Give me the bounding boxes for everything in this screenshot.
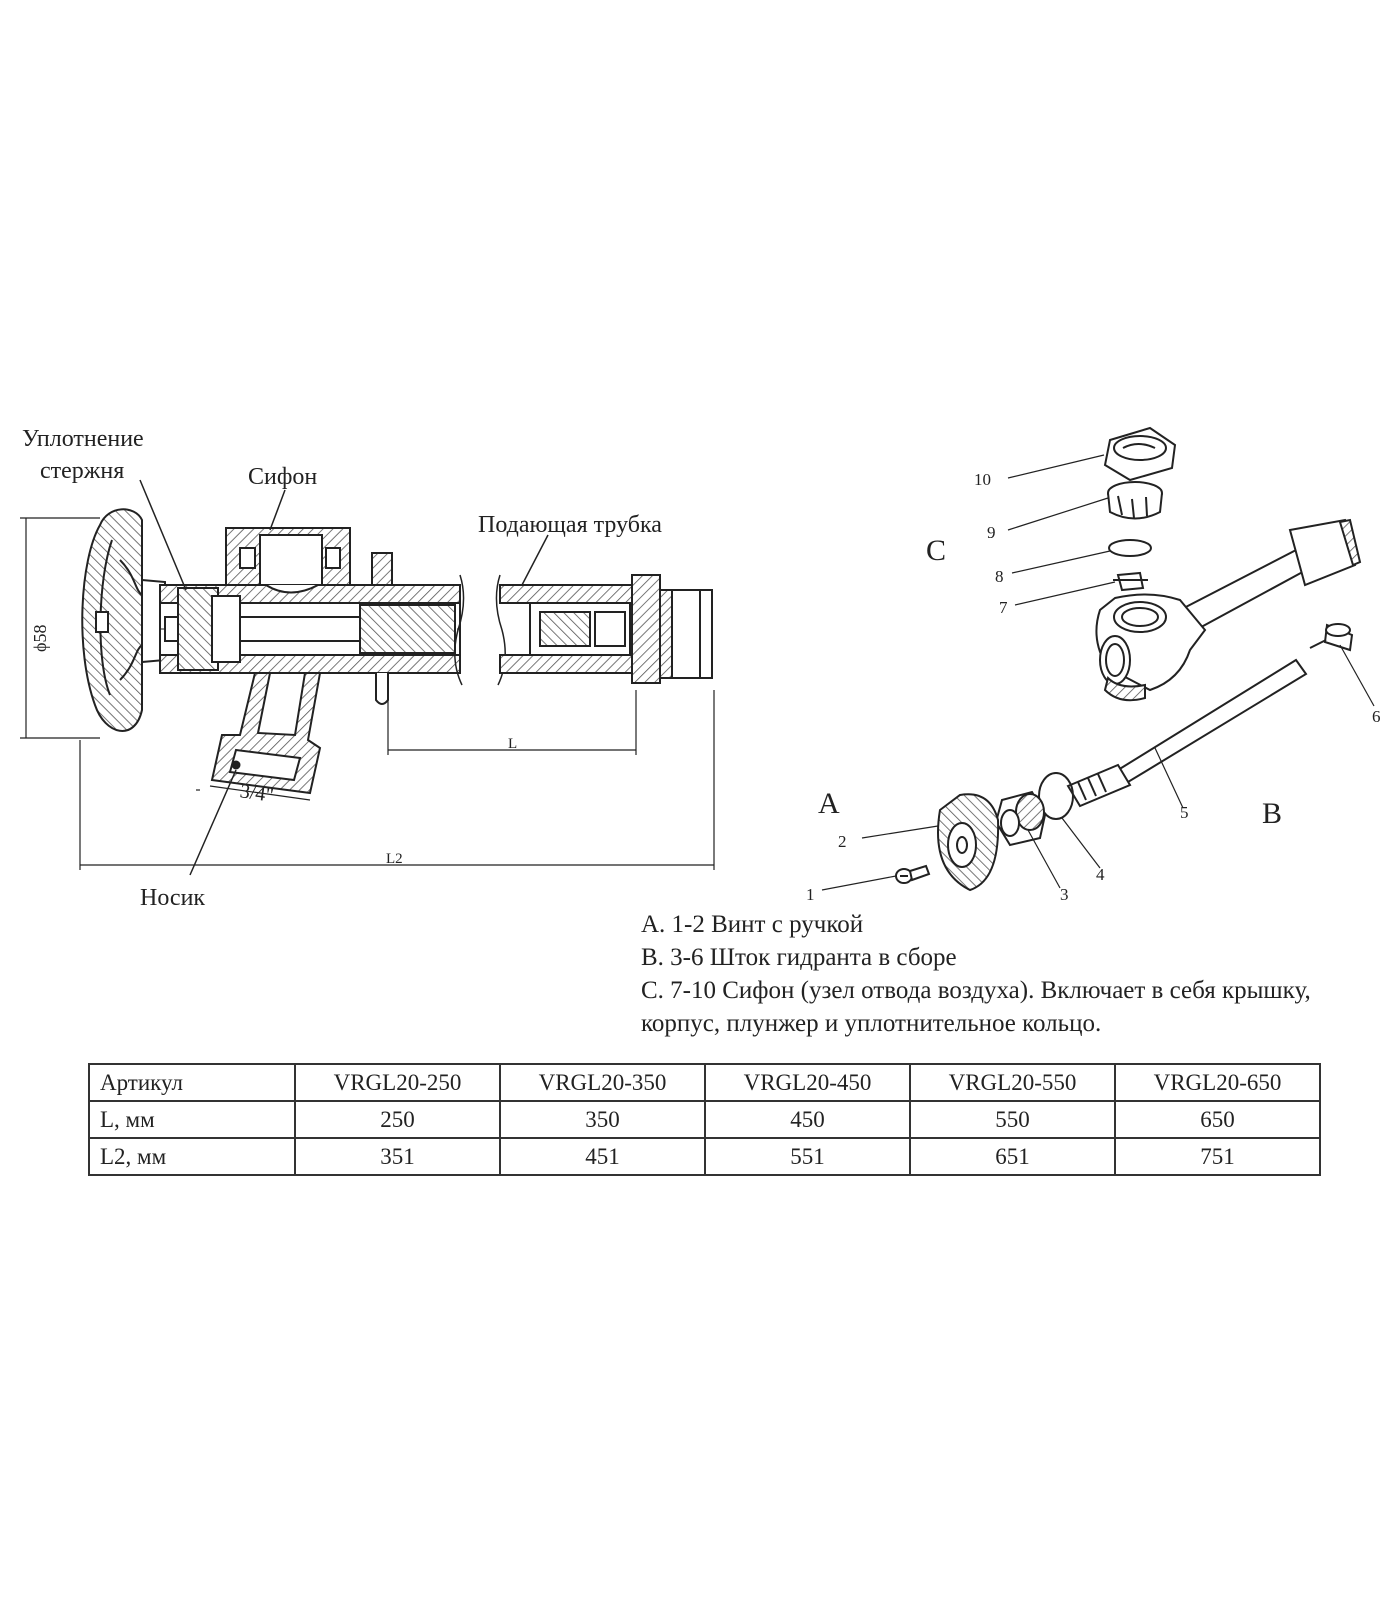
table-row: L, мм 250 350 450 550 650 (88, 1100, 1321, 1139)
callout-8: 8 (995, 567, 1004, 586)
callout-6: 6 (1372, 707, 1381, 726)
part-10-cap (1103, 426, 1177, 482)
table-row: L2, мм 351 451 551 651 751 (88, 1137, 1321, 1176)
hydrant-body (1095, 518, 1362, 702)
label-stem-seal-1: Уплотнение (22, 426, 144, 452)
dim-total-length: L2 (386, 851, 403, 867)
leader-lines (139, 479, 549, 876)
part-3-packing-nut (994, 790, 1047, 847)
part-2-handwheel (937, 793, 1000, 892)
valve-body (159, 527, 465, 705)
part-number-callouts: 1 2 3 4 5 6 7 8 9 10 (806, 470, 1381, 904)
exploded-view (821, 426, 1375, 892)
label-siphon: Сифон (248, 464, 317, 490)
group-label-c: C (926, 534, 946, 567)
group-label-b: B (1262, 797, 1282, 830)
legend-line-a: A. 1-2 Винт с ручкой (641, 911, 864, 938)
part-8-o-ring (1108, 539, 1152, 557)
callout-leaders (821, 454, 1375, 891)
table-header-cell: VRGL20-250 (294, 1063, 501, 1102)
table-cell: L, мм (88, 1100, 296, 1139)
table-cell: 350 (499, 1100, 706, 1139)
dim-diameter: ϕ58 (30, 625, 50, 652)
table-cell: 450 (704, 1100, 911, 1139)
callout-2: 2 (838, 832, 847, 851)
table-cell: 651 (909, 1137, 1116, 1176)
dim-length: L (508, 736, 517, 752)
exploded-labels: A B C 1 2 3 4 5 6 7 8 9 10 (806, 470, 1381, 904)
label-nozzle: Носик (140, 885, 205, 911)
table-header-cell: VRGL20-550 (909, 1063, 1116, 1102)
callout-1: 1 (806, 885, 815, 904)
legend-line-c: C. 7-10 Сифон (узел отвода воздуха). Вкл… (641, 977, 1311, 1004)
part-9-siphon-body (1107, 481, 1163, 520)
table-header-cell: Артикул (88, 1063, 296, 1102)
callout-3: 3 (1060, 885, 1069, 904)
dim-thread: 3/4" (239, 780, 275, 806)
table-cell: 351 (294, 1137, 501, 1176)
callout-5: 5 (1180, 803, 1189, 822)
table-header-cell: VRGL20-450 (704, 1063, 911, 1102)
table-cell: 451 (499, 1137, 706, 1176)
table-cell: L2, мм (88, 1137, 296, 1176)
table-header-cell: VRGL20-350 (499, 1063, 706, 1102)
callout-10: 10 (974, 470, 991, 489)
legend-line-b: B. 3-6 Шток гидранта в сборе (641, 944, 957, 971)
group-label-a: A (818, 787, 840, 820)
label-stem-seal-2: стержня (40, 458, 124, 484)
table-cell: 551 (704, 1137, 911, 1176)
table-cell: 650 (1114, 1100, 1321, 1139)
parts-legend: A. 1-2 Винт с ручкой B. 3-6 Шток гидрант… (641, 908, 1311, 1040)
section-view (20, 479, 715, 876)
callout-7: 7 (999, 598, 1008, 617)
part-7-plunger (1113, 571, 1148, 592)
handwheel (81, 508, 166, 732)
spec-table: Артикул VRGL20-250 VRGL20-350 VRGL20-450… (88, 1063, 1321, 1176)
part-4-o-ring (1038, 772, 1074, 820)
part-5-stem (1066, 658, 1308, 808)
table-cell: 751 (1114, 1137, 1321, 1176)
part-6-valve-head (1309, 623, 1354, 652)
outlet-spout (210, 672, 322, 795)
dimension-lines (20, 517, 715, 870)
callout-4: 4 (1096, 865, 1105, 884)
supply-tube-end (495, 574, 713, 686)
table-header-cell: VRGL20-650 (1114, 1063, 1321, 1102)
callout-9: 9 (987, 523, 996, 542)
label-supply-tube: Подающая трубка (478, 512, 662, 538)
legend-line-c-cont: корпус, плунжер и уплотнительное кольцо. (641, 1010, 1102, 1037)
part-1-screw (895, 864, 931, 884)
table-cell: 550 (909, 1100, 1116, 1139)
table-header-row: Артикул VRGL20-250 VRGL20-350 VRGL20-450… (88, 1063, 1321, 1102)
table-cell: 250 (294, 1100, 501, 1139)
section-labels: Уплотнение стержня Сифон Подающая трубка… (22, 426, 662, 911)
